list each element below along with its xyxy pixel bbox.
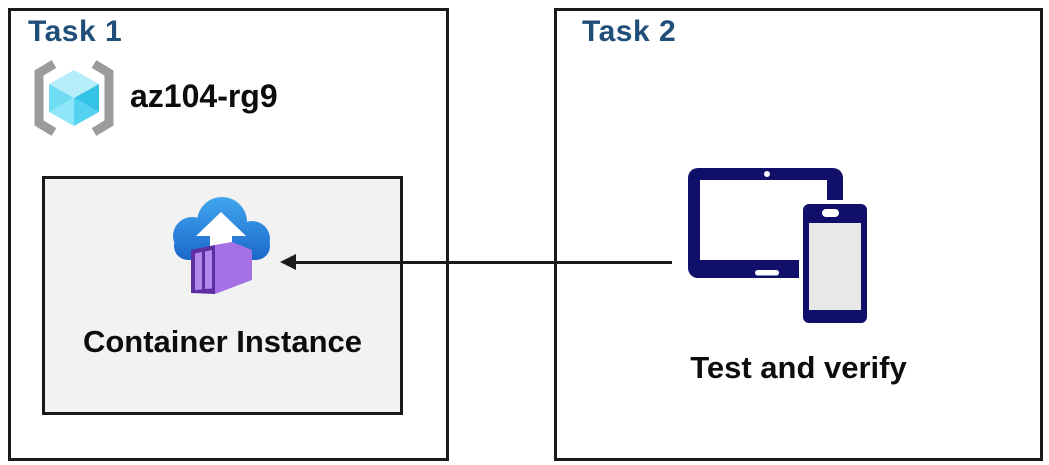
container-shape [191, 242, 252, 294]
flow-arrow-line [295, 261, 672, 264]
resource-group-icon [34, 60, 114, 136]
task1-title: Task 1 [28, 15, 123, 48]
task2-title: Task 2 [582, 15, 677, 48]
upload-arrow-shape [196, 212, 246, 260]
resource-group-name: az104-rg9 [130, 78, 278, 114]
flow-arrow-head-icon [280, 254, 296, 270]
phone-shape [799, 200, 871, 327]
tablet-and-phone-icon [688, 168, 871, 327]
container-instances-icon [173, 197, 270, 294]
container-instance-label: Container Instance [82, 324, 363, 359]
devices-caption: Test and verify [690, 350, 907, 385]
